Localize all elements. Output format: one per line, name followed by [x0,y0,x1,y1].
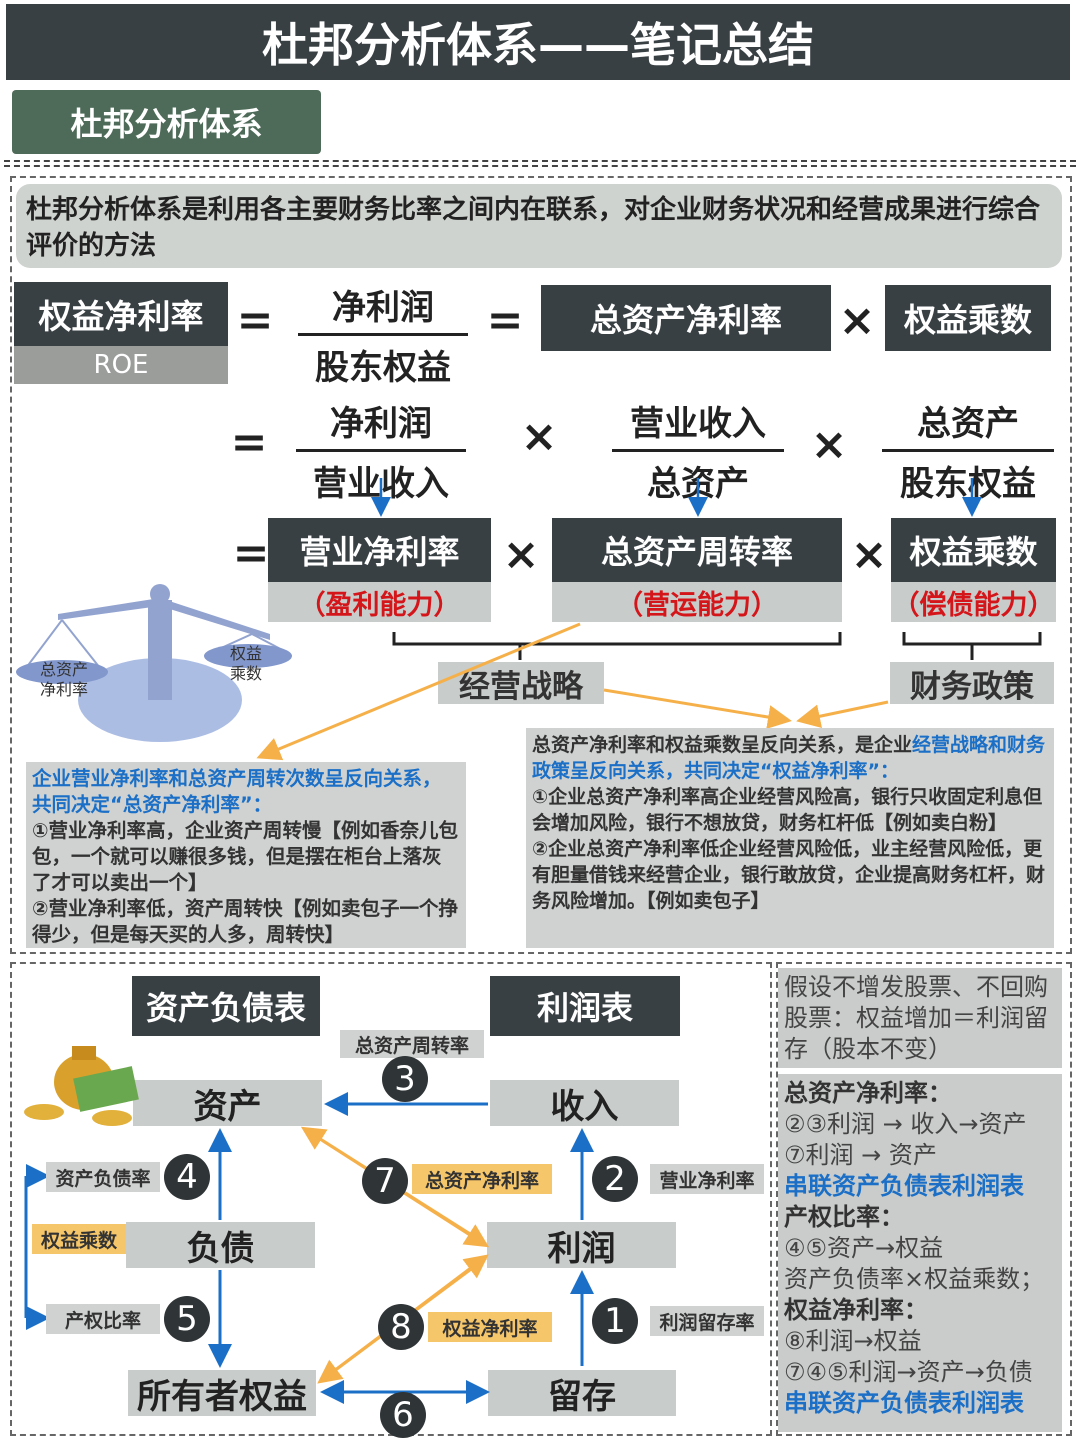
circle-8: 8 [378,1304,424,1350]
definition-box: 杜邦分析体系是利用各主要财务比率之间内在联系，对企业财务状况和经营成果进行综合评… [16,184,1062,268]
divider [4,165,1076,167]
tag-equity-ratio: 产权比率 [46,1304,160,1334]
circle-1: 1 [592,1298,638,1344]
note-right-lead: 总资产净利率和权益乘数呈反向关系，是企业 [532,734,913,756]
page-title: 杜邦分析体系——笔记总结 [6,4,1070,80]
side-line-2: ⑦利润 → 资产 [784,1141,937,1169]
equals-sign: = [236,294,274,346]
numerator: 总资产 [882,396,1054,452]
side-frame [776,962,1072,1436]
ratio-operating-margin: 营业净利率 [268,518,491,582]
brackets [392,632,1042,660]
upper-frame [10,176,1072,954]
circle-3: 3 [382,1056,428,1102]
scale-left-label: 总资产净利率 [40,660,89,699]
note-left-heading: 企业营业净利率和总资产周转次数呈反向关系，共同决定“总资产净利率”： [32,767,442,816]
circle-4: 4 [164,1154,210,1200]
equals-sign: = [232,527,270,579]
upper-connectors [16,478,1042,761]
flow-arrows [24,1046,594,1404]
strategy-label: 经营战略 [438,662,604,705]
node-revenue: 收入 [490,1080,679,1127]
numerator: 净利润 [296,396,466,452]
fraction-net-profit-equity: 净利润 股东权益 [298,280,468,389]
scale-right-label: 权益乘数 [229,644,262,683]
side-line-6: ⑦④⑤利润→资产→负债 [784,1358,1033,1386]
divider [4,160,1076,162]
circle-5: 5 [164,1296,210,1342]
label-solvency: （偿债能力） [891,582,1056,622]
note-right-blue-1: 经营战略 [912,734,989,756]
note-left: 企业营业净利率和总资产周转次数呈反向关系，共同决定“总资产净利率”： ①营业净利… [26,762,466,948]
roe-abbr: ROE [14,346,228,384]
header-income-statement: 利润表 [490,976,680,1036]
tag-retention-ratio: 利润留存率 [650,1306,764,1336]
tag-equity-multiplier: 权益乘数 [32,1224,126,1254]
down-arrow [371,478,982,517]
note-right-blue-2: 和财务政策呈反向关系，共同决定“权益净利率”： [532,734,1046,782]
ratio-equity-multiplier: 权益乘数 [891,518,1056,582]
note-right-point-1: ①企业总资产净利率高企业经营风险高，银行只收固定利息但会增加风险，银行不想放贷，… [532,786,1043,834]
balance-scale [16,584,292,742]
note-left-point-1: ①营业净利率高，企业资产周转慢【例如香奈儿包包，一个就可以赚很多钱，但是摆在柜台… [32,819,459,894]
section-tab: 杜邦分析体系 [12,90,321,154]
side-assumption: 假设不增发股票、不回购股票：权益增加＝利润留存（股本不变） [778,968,1062,1068]
label-operating-ability: （营运能力） [552,582,842,622]
policy-label: 财务政策 [890,662,1054,705]
box-total-asset-return: 总资产净利率 [541,285,831,351]
tag-operating-margin: 营业净利率 [650,1164,764,1194]
numerator: 营业收入 [612,396,784,452]
equals-sign: = [230,416,268,468]
numerator: 净利润 [298,280,468,336]
ratio-asset-turnover: 总资产周转率 [552,518,842,582]
box-equity-multiplier: 权益乘数 [885,285,1051,351]
orange-arrows [256,622,889,761]
circle-7: 7 [362,1158,408,1204]
node-profit: 利润 [487,1222,676,1269]
circle-2: 2 [592,1156,638,1202]
times-sign: × [810,418,848,470]
equals-sign: = [486,294,524,346]
side-line-3: ④⑤资产→权益 [784,1234,944,1262]
label-profitability: （盈利能力） [268,582,491,622]
note-right-point-2: ②企业总资产净利率低企业经营风险低，业主经营风险低，更有胆量借钱来经营企业，银行… [532,838,1046,912]
note-right: 总资产净利率和权益乘数呈反向关系，是企业经营战略和财务政策呈反向关系，共同决定“… [526,728,1054,948]
side-line-1: ②③利润 → 收入→资产 [784,1110,1027,1138]
node-owners-equity: 所有者权益 [128,1370,316,1417]
note-left-point-2: ②营业净利率低，资产周转快【例如卖包子一个挣得少，但是每天买的人多，周转快】 [32,897,459,946]
side-link-2: 串联资产负债表利润表 [784,1389,1024,1417]
times-sign: × [850,528,888,580]
header-balance-sheet: 资产负债表 [132,976,320,1036]
circle-6: 6 [380,1392,426,1438]
roe-label: 权益净利率 [14,282,228,346]
tag-roe: 权益净利率 [428,1312,552,1342]
side-h2: 产权比率： [784,1203,904,1231]
node-assets: 资产 [133,1080,322,1127]
node-liabilities: 负债 [126,1222,315,1269]
tag-roa: 总资产净利率 [412,1164,552,1194]
side-link-1: 串联资产负债表利润表 [784,1172,1024,1200]
money-bag-icon [24,1046,139,1126]
side-line-4: 资产负债率×权益乘数； [784,1265,1045,1293]
denominator: 股东权益 [315,348,451,388]
side-h1: 总资产净利率： [784,1079,952,1107]
side-line-5: ⑧利润→权益 [784,1327,922,1355]
side-summary: 总资产净利率： ②③利润 → 收入→资产 ⑦利润 → 资产 串联资产负债表利润表… [778,1074,1062,1432]
side-h3: 权益净利率： [784,1296,928,1324]
tag-debt-ratio: 资产负债率 [46,1162,160,1192]
times-sign: × [838,294,876,346]
times-sign: × [520,410,558,462]
tag-asset-turnover: 总资产周转率 [340,1030,484,1058]
times-sign: × [502,528,540,580]
node-retained: 留存 [488,1370,676,1417]
